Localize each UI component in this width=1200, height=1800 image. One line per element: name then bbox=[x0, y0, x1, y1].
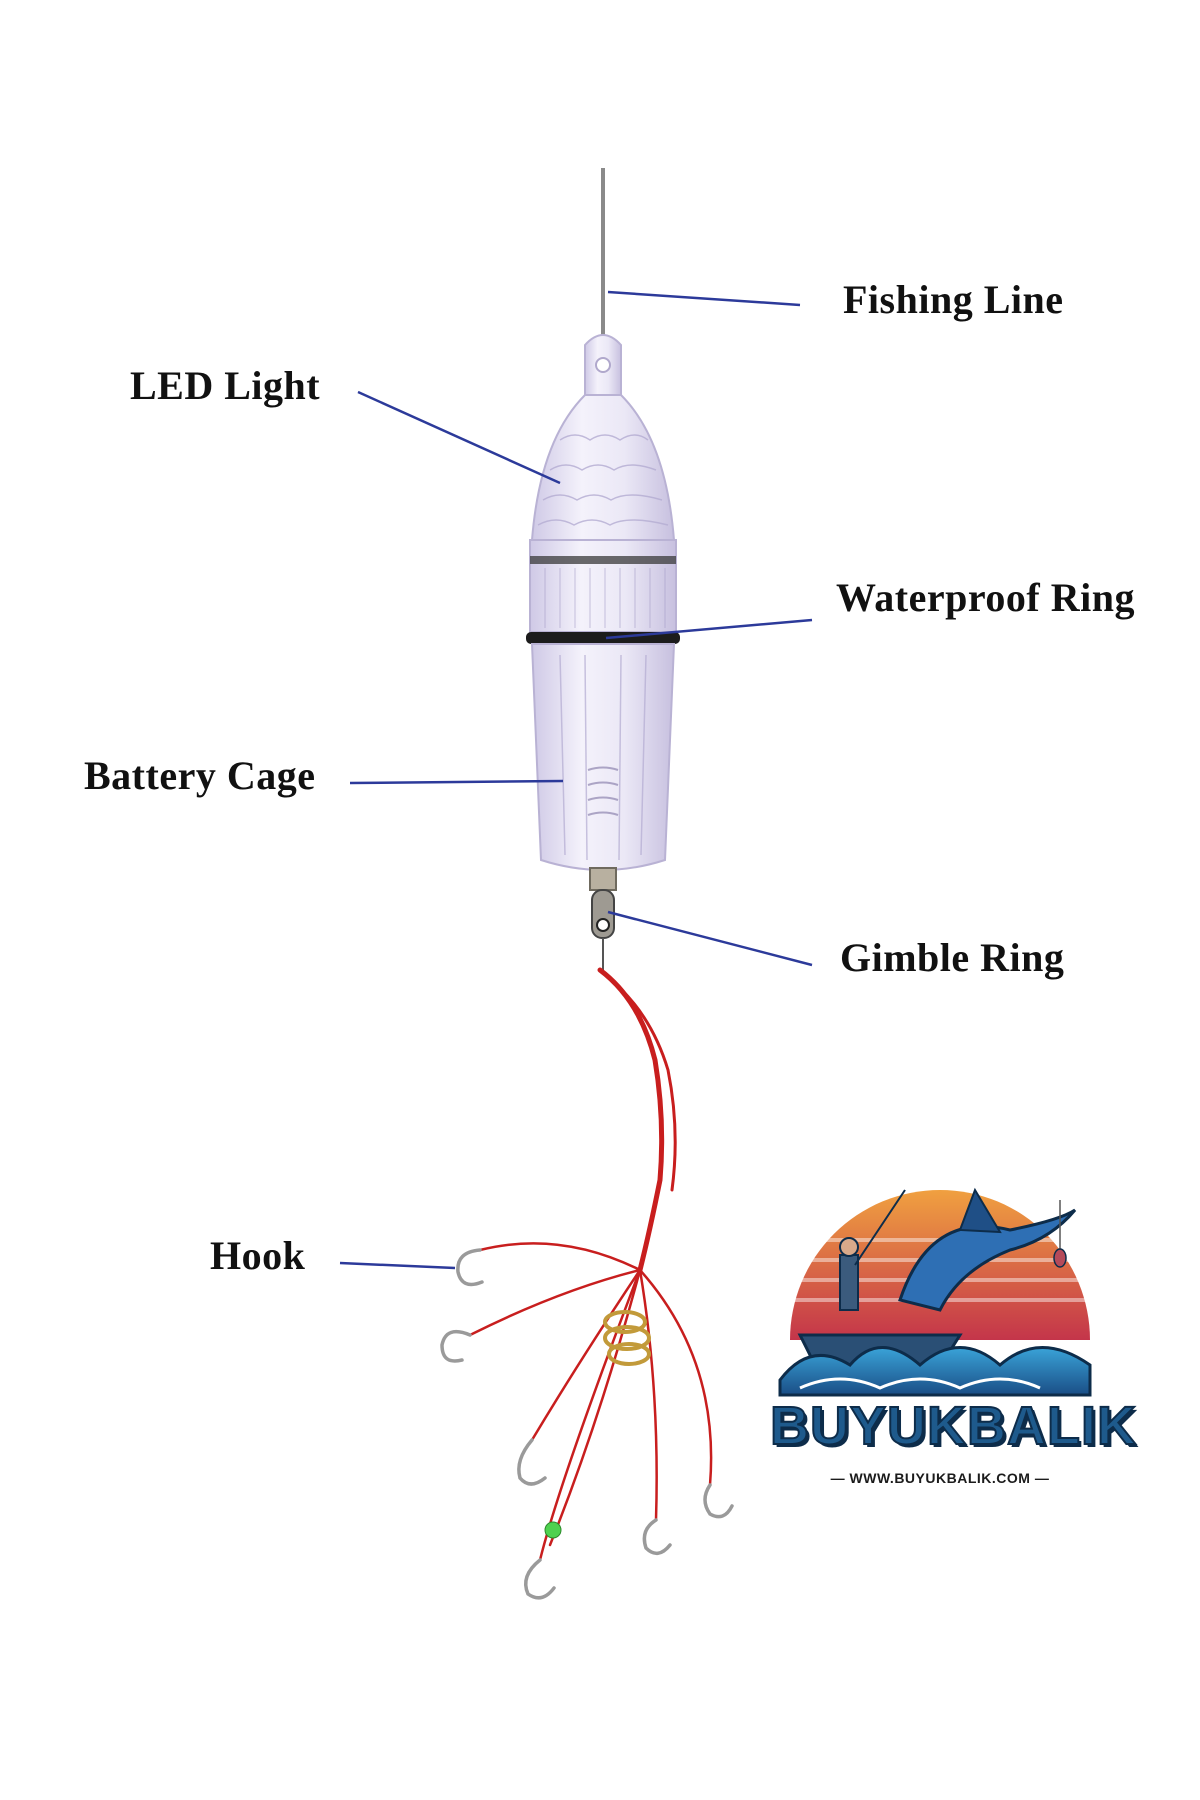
logo-url: — WWW.BUYUKBALIK.COM — bbox=[830, 1470, 1050, 1486]
bead-icon bbox=[544, 1521, 562, 1539]
hook-icon bbox=[456, 1248, 484, 1287]
lure bbox=[526, 334, 680, 972]
hook-rig bbox=[440, 967, 734, 1600]
callout-line-waterproof bbox=[605, 618, 813, 640]
hook-icon bbox=[642, 1518, 672, 1555]
callout-line-hook bbox=[339, 1261, 456, 1270]
hook-icon bbox=[517, 1438, 547, 1486]
callout-line-led bbox=[357, 390, 561, 485]
label-led-light: LED Light bbox=[130, 363, 321, 408]
label-battery-cage: Battery Cage bbox=[84, 753, 316, 798]
label-fishing-line: Fishing Line bbox=[843, 277, 1064, 322]
gimble-ring bbox=[589, 867, 617, 891]
hook-icon bbox=[440, 1329, 472, 1363]
hook-icon bbox=[524, 1558, 556, 1600]
callout-line-gimble bbox=[607, 910, 813, 967]
brand-logo bbox=[778, 1187, 1092, 1397]
callout-lines bbox=[339, 290, 813, 1270]
label-gimble-ring: Gimble Ring bbox=[840, 935, 1065, 980]
label-hook: Hook bbox=[210, 1233, 306, 1278]
logo-wordmark: BUYUKBALIK bbox=[769, 1395, 1137, 1457]
label-waterproof-ring: Waterproof Ring bbox=[836, 575, 1135, 620]
callout-line-battery bbox=[349, 779, 564, 785]
callout-line-fishing bbox=[607, 290, 801, 307]
hook-icon bbox=[703, 1483, 734, 1519]
